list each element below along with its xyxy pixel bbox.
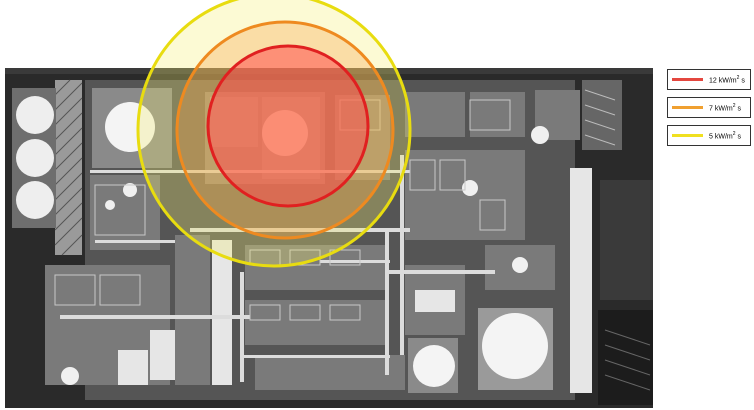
legend-label: 5 kW/m2 s bbox=[709, 130, 741, 141]
storage-tank bbox=[413, 345, 455, 387]
storage-tank bbox=[482, 313, 548, 379]
zone-12kw bbox=[206, 44, 370, 208]
legend-swatch bbox=[672, 78, 703, 81]
legend-label: 7 kW/m2 s bbox=[709, 102, 741, 113]
storage-tank bbox=[105, 102, 155, 152]
legend-label: 12 kW/m2 s bbox=[709, 74, 745, 85]
legend-item-12kw: 12 kW/m2 s bbox=[667, 69, 751, 90]
legend-swatch bbox=[672, 106, 703, 109]
storage-tank bbox=[16, 181, 54, 219]
legend-swatch bbox=[672, 134, 703, 137]
storage-tank bbox=[16, 96, 54, 134]
left-tank-row bbox=[12, 88, 56, 228]
legend-item-5kw: 5 kW/m2 s bbox=[667, 125, 751, 146]
heat-radiation-zones bbox=[136, 0, 412, 268]
legend-item-7kw: 7 kW/m2 s bbox=[667, 97, 751, 118]
hatched-embankment bbox=[55, 80, 82, 255]
storage-tank bbox=[16, 139, 54, 177]
